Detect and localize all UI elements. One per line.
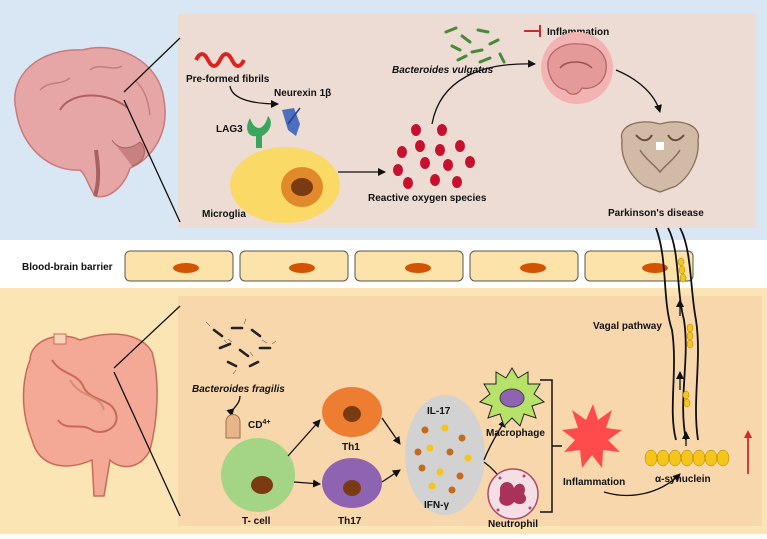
preformed-fibrils-label: Pre-formed fibrils xyxy=(186,74,270,85)
th17-to-cytokines-arrow xyxy=(381,469,401,483)
gut-zoom-line-bottom xyxy=(113,371,181,517)
brain-to-pd-arrow xyxy=(615,69,662,113)
ros-to-brain-arrow xyxy=(431,59,536,125)
fibrils-to-neurexin-arrow xyxy=(229,85,279,108)
lag3-label: LAG3 xyxy=(216,124,243,135)
fibrils-icon xyxy=(194,52,246,68)
inflammation-star-icon xyxy=(562,404,622,468)
parkinsons-label: Parkinson's disease xyxy=(608,208,704,219)
gut-zoom-line-top xyxy=(113,305,181,369)
th1-label: Th1 xyxy=(342,442,360,453)
neurexin-receptor-icon xyxy=(282,107,301,136)
tcell-nucleus xyxy=(251,476,273,494)
asyn-label: α-synuclein xyxy=(655,474,711,485)
bacteroides-fragilis-flagella xyxy=(205,318,277,375)
cytokine-particles xyxy=(414,424,472,494)
th1-to-cytokines-arrow xyxy=(381,417,401,445)
tcell-label: T- cell xyxy=(242,516,271,527)
ros-label: Reactive oxygen species xyxy=(368,193,487,204)
neutrophil-label: Neutrophil xyxy=(488,519,538,530)
brainstem-icon xyxy=(621,121,699,193)
cytokine-pool xyxy=(405,395,485,515)
macrophage-cell xyxy=(478,367,546,427)
tcell xyxy=(221,438,295,512)
immune-bracket xyxy=(540,379,562,513)
tcell-to-th1-arrow xyxy=(287,419,321,457)
lag3-receptor-icon xyxy=(247,116,271,148)
neurexin-label: Neurexin 1β xyxy=(274,88,331,99)
bbb-label: Blood-brain barrier xyxy=(22,262,113,273)
microglia-nucleolus xyxy=(291,178,313,196)
zoom-line-top xyxy=(123,37,181,93)
inhibition-icon xyxy=(524,25,541,37)
vagal-label: Vagal pathway xyxy=(593,321,662,332)
neutrophil-cell xyxy=(487,468,539,520)
inflammation-to-asyn-arrow xyxy=(603,473,681,497)
brain-illustration xyxy=(14,46,166,198)
inflamed-brain-icon xyxy=(547,43,607,95)
th17-label: Th17 xyxy=(338,516,362,527)
bacteroides-vulgatus-label: Bacteroides vulgatus xyxy=(392,65,494,76)
tcell-to-th17-arrow xyxy=(293,479,321,488)
macrophage-label: Macrophage xyxy=(486,428,545,439)
ros-particles xyxy=(393,124,475,189)
bacteroides-vulgatus-icon xyxy=(444,26,506,64)
bacteroides-fragilis-label: Bacteroides fragilis xyxy=(192,384,285,395)
microglia-label: Microglia xyxy=(202,209,246,220)
bacteroides-fragilis-icon xyxy=(212,326,272,368)
vagal-asyn-particles xyxy=(677,257,694,408)
bbb-endothelial-cells xyxy=(124,250,694,282)
inflammation-bottom-label: Inflammation xyxy=(563,477,625,488)
th1-nucleus xyxy=(343,406,361,422)
cd4-receptor-icon xyxy=(225,414,241,439)
ifng-label: IFN-γ xyxy=(424,500,449,511)
cd4-label: CD4+ xyxy=(248,419,270,431)
th17-nucleus xyxy=(343,480,361,496)
asyn-aggregate xyxy=(644,449,730,467)
vagal-nerve xyxy=(655,227,699,441)
zoom-line-bottom xyxy=(123,99,181,223)
il17-label: IL-17 xyxy=(427,406,451,417)
